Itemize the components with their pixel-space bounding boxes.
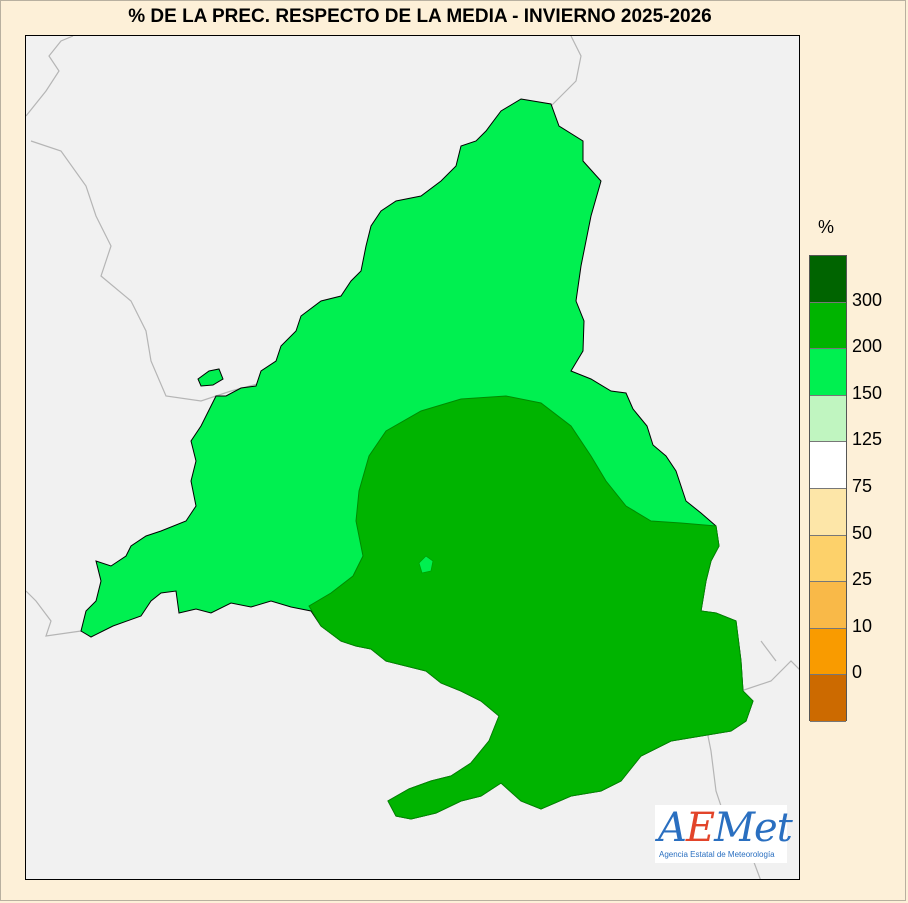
legend-swatch <box>810 302 846 350</box>
legend-label: 150 <box>852 382 883 403</box>
legend-swatch <box>810 442 846 489</box>
legend-label: 50 <box>852 522 873 543</box>
logo-letters-met: Met <box>714 805 793 851</box>
map-title: % DE LA PREC. RESPECTO DE LA MEDIA - INV… <box>128 6 712 27</box>
region-150-200-islet <box>197 368 224 387</box>
legend-swatch <box>810 582 846 629</box>
legend-label: 0 <box>852 662 863 683</box>
legend-label: 75 <box>852 476 873 496</box>
aemet-logo: AEMet Agencia Estatal de Meteorología <box>655 805 793 863</box>
legend-swatch <box>810 349 846 396</box>
madrid-map <box>26 36 799 879</box>
legend-label: 10 <box>852 615 873 636</box>
legend-label: 200 <box>852 336 883 357</box>
legend-swatch <box>810 628 846 676</box>
region-200-300 <box>308 395 754 820</box>
legend-swatch <box>810 489 846 536</box>
legend-label: 25 <box>852 569 873 590</box>
legend-label: 300 <box>852 289 883 310</box>
legend-swatch <box>810 256 846 303</box>
legend-color-bar <box>809 255 847 722</box>
logo-subtitle: Agencia Estatal de Meteorología <box>659 850 775 859</box>
legend-swatch <box>810 535 846 583</box>
legend-label: 125 <box>852 429 883 450</box>
map-area <box>25 35 800 880</box>
logo-letter-a: A <box>658 805 687 851</box>
legend-swatch <box>810 395 846 443</box>
logo-letter-e: E <box>685 805 715 851</box>
legend-swatch <box>810 675 846 722</box>
legend-unit: % <box>818 217 835 237</box>
region-150-200-hole <box>418 555 434 574</box>
